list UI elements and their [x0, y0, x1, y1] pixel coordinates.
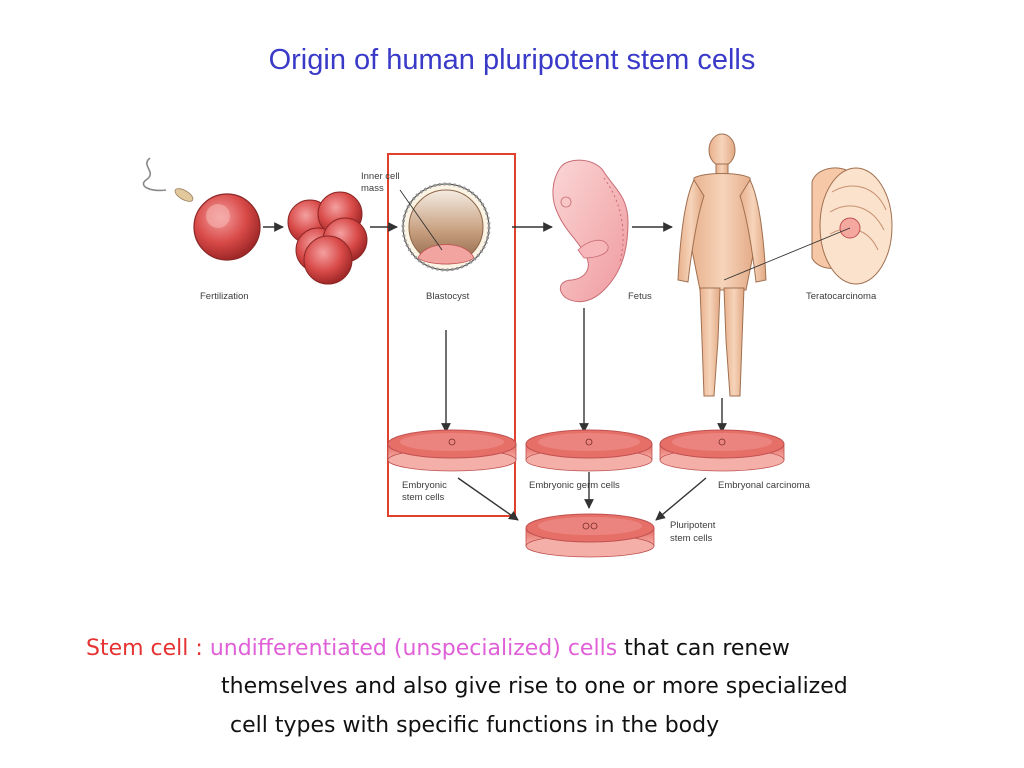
inner-cell-mass-label-line2: mass [361, 183, 384, 194]
slide-title: Origin of human pluripotent stem cells [268, 44, 756, 76]
definition-line1-rest: that can renew [624, 636, 790, 661]
blastocyst-highlight-box [387, 153, 516, 517]
definition-term: Stem cell [86, 636, 189, 661]
fertilization-illustration [142, 157, 261, 261]
arrow-ec-to-pluripotent [655, 477, 707, 521]
arrow-es-to-pluripotent [457, 477, 519, 521]
embryonic-stem-cells-label-line2: stem cells [402, 492, 444, 503]
adult-human-illustration [677, 133, 767, 397]
dish-embryonic-stem-cells [387, 429, 517, 472]
definition-line-1: Stem cell : undifferentiated (unspeciali… [86, 636, 790, 661]
inner-cell-mass-pointer [399, 189, 443, 251]
definition-separator: : [195, 636, 203, 661]
egg-nucleus-highlight [206, 204, 230, 228]
definition-line-2: themselves and also give rise to one or … [221, 674, 848, 699]
pluripotent-stem-cells-label-line2: stem cells [670, 533, 712, 544]
teratocarcinoma-pointer [723, 227, 851, 281]
teratocarcinoma-illustration [811, 167, 893, 285]
definition-highlight: undifferentiated (unspecialized) cells [209, 636, 618, 661]
definition-line-3: cell types with specific functions in th… [230, 713, 720, 738]
dish-pluripotent-stem-cells [525, 513, 655, 558]
embryonal-carcinoma-label: Embryonal carcinoma [718, 480, 811, 491]
blastocyst-label: Blastocyst [426, 291, 470, 302]
pluripotent-stem-cells-label-line1: Pluripotent [670, 520, 716, 531]
egg-cell [193, 193, 261, 261]
morula-illustration [287, 191, 368, 285]
dish-embryonal-carcinoma [659, 429, 785, 472]
sperm-head [174, 188, 194, 202]
fetus-label: Fetus [628, 291, 652, 302]
sperm-tail [142, 157, 167, 192]
embryonic-germ-cells-label: Embryonic germ cells [529, 480, 620, 491]
embryonic-stem-cells-label-line1: Embryonic [402, 480, 447, 491]
fetus-illustration [552, 159, 629, 303]
teratocarcinoma-label: Teratocarcinoma [806, 291, 877, 302]
inner-cell-mass-label-line1: Inner cell [361, 171, 400, 182]
fertilization-label: Fertilization [200, 291, 249, 302]
blastocyst-illustration [401, 182, 491, 272]
dish-embryonic-germ-cells [525, 429, 653, 472]
